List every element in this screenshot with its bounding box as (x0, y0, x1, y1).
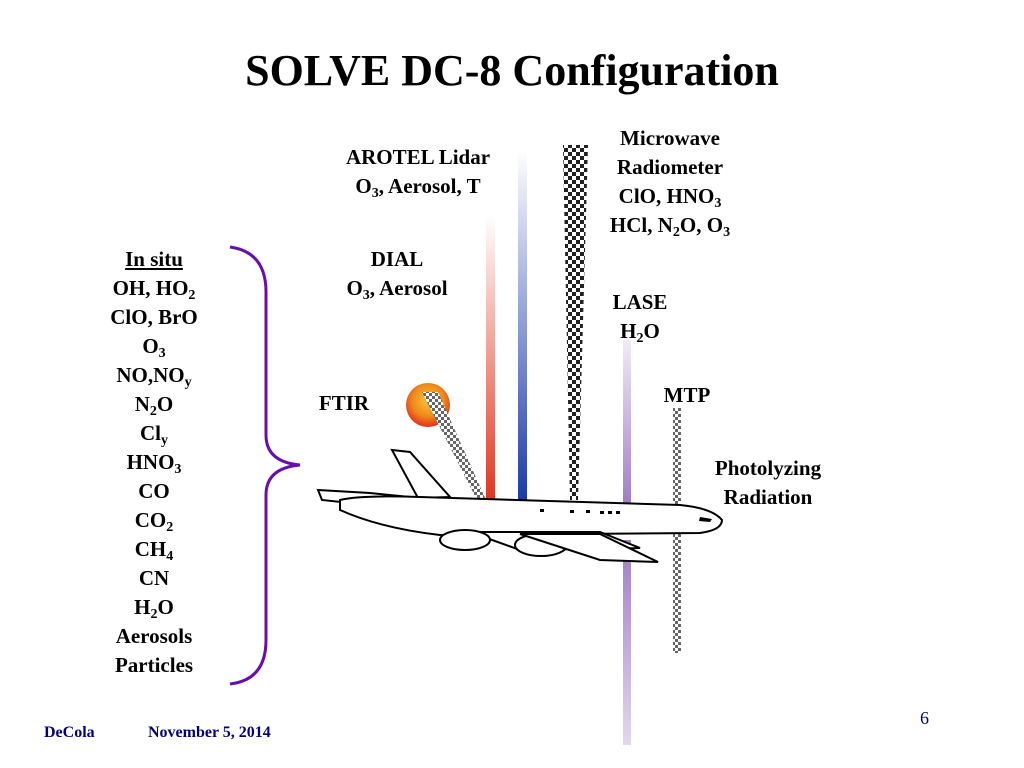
microwave-radiometer-label: Microwave Radiometer ClO, HNO3 HCl, N2O,… (609, 126, 731, 240)
ftir-beam (422, 392, 486, 502)
page-number: 6 (920, 708, 929, 728)
lase-beam-up (623, 340, 631, 505)
dial-beam (486, 215, 495, 502)
in-situ-item: NO,NOy (116, 363, 192, 390)
lase-beam-down (623, 540, 631, 745)
microwave-beam (563, 145, 588, 500)
photolyzing-radiation-label: Photolyzing Radiation (714, 456, 822, 509)
dial-name: DIAL (370, 247, 424, 271)
in-situ-item: H2O (134, 595, 174, 622)
in-situ-item: ClO, BrO (110, 305, 198, 329)
slide-title: SOLVE DC-8 Configuration (245, 46, 779, 95)
in-situ-item: N2O (134, 392, 174, 419)
arotel-name: AROTEL Lidar (345, 145, 491, 169)
footer-date: November 5, 2014 (148, 724, 271, 741)
arotel-beam (518, 150, 527, 502)
in-situ-item: CN (138, 566, 170, 590)
ftir-label: FTIR (318, 391, 370, 415)
in-situ-brace (229, 245, 301, 686)
dial-label: DIAL O3, Aerosol (326, 245, 468, 303)
mtp-label: MTP (663, 383, 711, 407)
dc8-airplane-icon (316, 448, 724, 563)
in-situ-item: Particles (114, 653, 194, 677)
in-situ-item: HNO3 (126, 450, 182, 477)
lase-label: LASE H2O (612, 290, 668, 346)
footer-author: DeCola (44, 724, 95, 741)
in-situ-item: O3 (142, 334, 166, 361)
in-situ-item: Cly (140, 421, 168, 448)
in-situ-item: CH4 (134, 537, 174, 564)
arotel-label: AROTEL Lidar O3, Aerosol, T (330, 143, 506, 201)
airplane-windows (540, 509, 712, 522)
in-situ-item: OH, HO2 (112, 276, 196, 303)
in-situ-item: CO2 (134, 508, 174, 535)
in-situ-item: Aerosols (115, 624, 193, 648)
in-situ-header: In situ (125, 247, 183, 271)
in-situ-item: CO (138, 479, 170, 503)
